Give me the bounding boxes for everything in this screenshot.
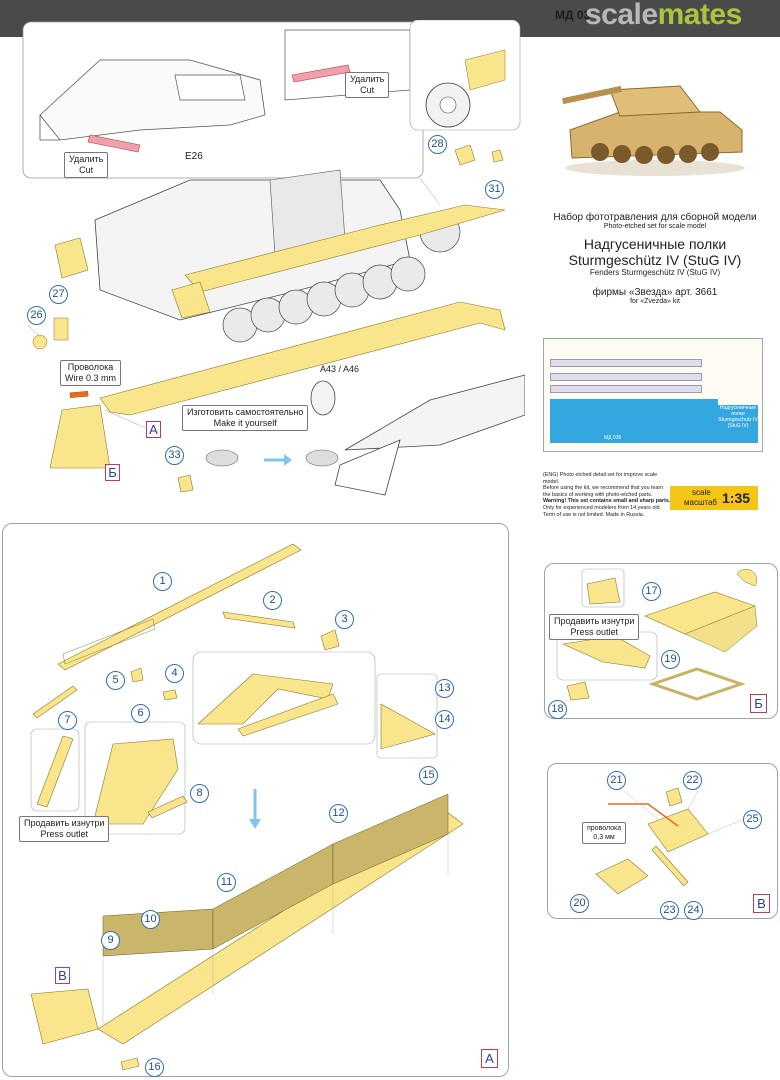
callout-20: 20 [570, 894, 589, 913]
callout-33: 33 [165, 446, 184, 465]
make-yourself-label: Изготовить самостоятельно Make it yourse… [182, 405, 309, 431]
scale-value: 1:35 [722, 490, 751, 506]
callout-16: 16 [145, 1058, 164, 1077]
marker-b-top: Б [105, 464, 120, 481]
fret-strip [550, 385, 702, 393]
fret-text-3: (StuG IV) [727, 423, 749, 429]
logo-part-1: scale [585, 0, 658, 31]
callout-22: 22 [683, 771, 702, 790]
photo-etched-fret: Надгусеничные полки Sturmgeschutz IV (St… [543, 338, 763, 452]
callout-4: 4 [165, 664, 184, 683]
callout-31: 31 [485, 180, 504, 199]
callout-2: 2 [263, 591, 282, 610]
callout-6: 6 [131, 704, 150, 723]
callout-27: 27 [49, 285, 68, 304]
cut-label-left: Удалить Cut [64, 152, 109, 178]
scale-label-ru: масштаб [684, 498, 717, 507]
callout-5: 5 [106, 671, 125, 690]
callout-13: 13 [435, 679, 454, 698]
fret-label-panel: Надгусеничные полки Sturmgeschutz IV (St… [718, 405, 758, 443]
callout-1: 1 [153, 572, 172, 591]
callout-7: 7 [58, 711, 77, 730]
name-en: Fenders Sturmgeschütz IV (StuG IV) [589, 268, 721, 277]
part-e26-label: E26 [185, 151, 203, 162]
scale-badge: scale масштаб 1:35 [670, 486, 758, 510]
callout-26: 26 [27, 306, 46, 325]
notice-line: the basics of working with photo-etched … [543, 491, 653, 498]
callout-11: 11 [217, 873, 236, 892]
marker-b-panel: Б [750, 694, 767, 713]
tank-photo [560, 60, 750, 178]
marker-a-bottom: А [481, 1049, 498, 1068]
wire-label: Проволока Wire 0.3 mm [60, 360, 122, 386]
notice-line: Only for experienced modelers from 14 ye… [543, 504, 662, 511]
wire-label-v: проволока 0,3 мм [582, 822, 627, 844]
callout-25: 25 [743, 810, 762, 829]
notice-line: (ENG) Photo etched detail set for improv… [543, 472, 658, 485]
marker-a-top: А [146, 421, 161, 438]
fret-text-1: Надгусеничные полки [719, 405, 757, 417]
name-ru-line1: Надгусеничные полки [583, 236, 727, 252]
callout-28: 28 [428, 135, 447, 154]
callout-8: 8 [190, 784, 209, 803]
scale-label-en: scale [692, 488, 711, 497]
logo-part-2: mates [657, 0, 743, 31]
callout-14: 14 [435, 710, 454, 729]
press-outlet-label-a: Продавить изнутри Press outlet [19, 816, 110, 842]
panel-a: Продавить изнутри Press outlet А В 1 2 3… [2, 523, 509, 1077]
product-info: Набор фототравления для сборной модели P… [530, 212, 780, 305]
callout-15: 15 [419, 766, 438, 785]
a43-a46-label: A43 / A46 [320, 364, 360, 374]
fret-strip [550, 373, 702, 381]
panel-b: Продавить изнутри Press outlet 17 18 19 … [544, 563, 778, 719]
callout-24: 24 [684, 901, 703, 920]
fret-text-2: Sturmgeschutz IV [718, 417, 758, 423]
callout-18: 18 [548, 700, 567, 719]
callout-17: 17 [642, 582, 661, 601]
title-ru: Набор фототравления для сборной модели [553, 212, 757, 223]
callout-21: 21 [607, 771, 626, 790]
firm-ru: фирмы «Звезда» арт. 3661 [592, 287, 718, 298]
title-en: Photo-etched set for scale model [603, 223, 707, 230]
notice-text: (ENG) Photo etched detail set for improv… [543, 472, 673, 518]
name-ru-line2: Sturmgeschütz IV (StuG IV) [568, 252, 742, 268]
cut-label-right: Удалить Cut [345, 72, 390, 98]
callout-3: 3 [335, 610, 354, 629]
fret-code: МД 035 [604, 435, 622, 441]
notice-line: Before using the kit, we recommend that … [543, 485, 664, 492]
notice-line: Term of use is not limited. Made in Russ… [543, 511, 645, 518]
callout-19: 19 [661, 650, 680, 669]
callout-9: 9 [101, 931, 120, 950]
callout-12: 12 [329, 804, 348, 823]
fret-strip [550, 359, 702, 367]
callout-23: 23 [660, 901, 679, 920]
marker-v-in-a: В [55, 967, 70, 984]
callout-10: 10 [141, 910, 160, 929]
fret-blue-area [550, 399, 718, 443]
scalemates-logo[interactable]: scalemates [585, 0, 742, 32]
sheet-code: МД 03 [555, 8, 591, 22]
marker-v-panel: В [753, 894, 770, 913]
panel-v: проволока 0,3 мм 20 21 22 23 24 25 В [547, 763, 778, 920]
firm-en: for «Zvezda» kit [630, 298, 680, 305]
notice-line: Warning! This set contains small and sha… [543, 498, 671, 505]
press-outlet-label-b: Продавить изнутри Press outlet [549, 614, 640, 640]
